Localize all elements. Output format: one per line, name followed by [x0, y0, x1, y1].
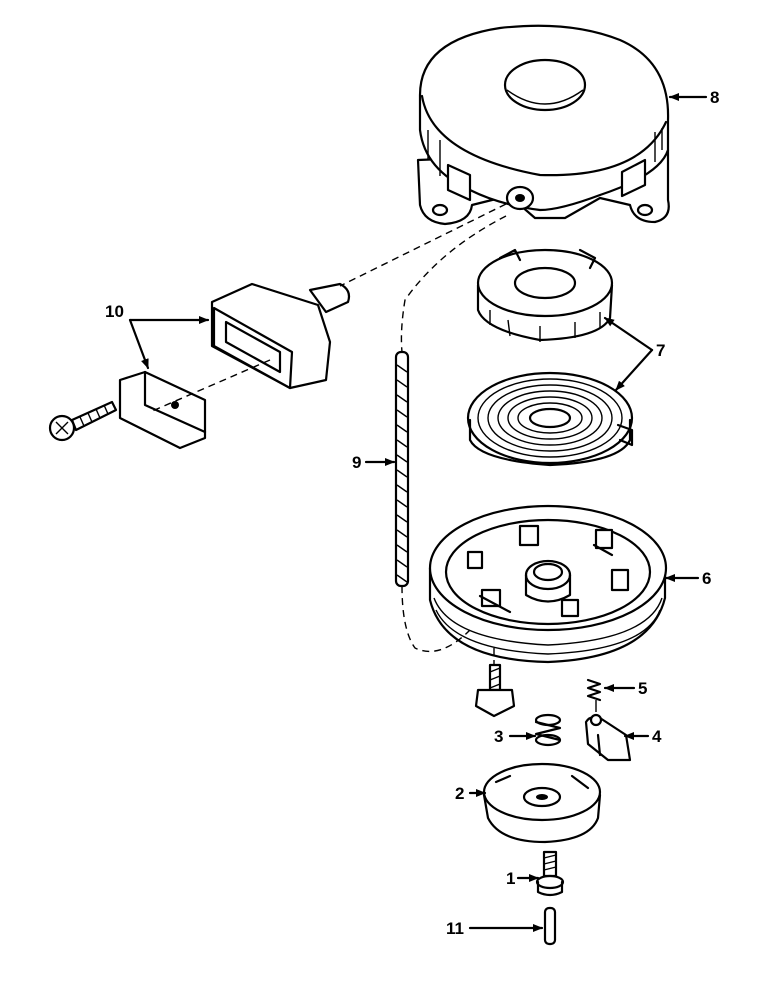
callout-1: 1 [506, 869, 515, 888]
callout-2: 2 [455, 784, 464, 803]
callout-labels: 8 10 7 9 6 5 4 3 2 1 11 [105, 88, 719, 938]
handle-insert [118, 370, 207, 450]
spring-keeper [476, 248, 614, 342]
callout-11: 11 [446, 919, 464, 938]
callout-4: 4 [652, 727, 662, 746]
pawl-4 [584, 713, 632, 762]
callout-7: 7 [656, 341, 665, 360]
handle-screw [48, 400, 118, 442]
callout-10: 10 [105, 302, 124, 321]
rope-routing-lines [149, 203, 507, 665]
small-spring-5 [586, 678, 602, 712]
callout-5: 5 [638, 679, 647, 698]
callout-8: 8 [710, 88, 719, 107]
rope-pulley [428, 504, 668, 664]
center-screw [535, 850, 565, 897]
lower-screw [474, 663, 516, 718]
recoil-housing [416, 24, 670, 226]
compression-spring-3 [534, 713, 562, 747]
pin-11 [543, 906, 557, 946]
retainer-cup [482, 762, 602, 844]
starter-handle [210, 282, 351, 390]
starter-rope [394, 350, 410, 588]
recoil-spring [466, 371, 634, 467]
callout-6: 6 [702, 569, 711, 588]
callout-9: 9 [352, 453, 361, 472]
callout-3: 3 [494, 727, 503, 746]
callout-leaders [128, 93, 708, 932]
